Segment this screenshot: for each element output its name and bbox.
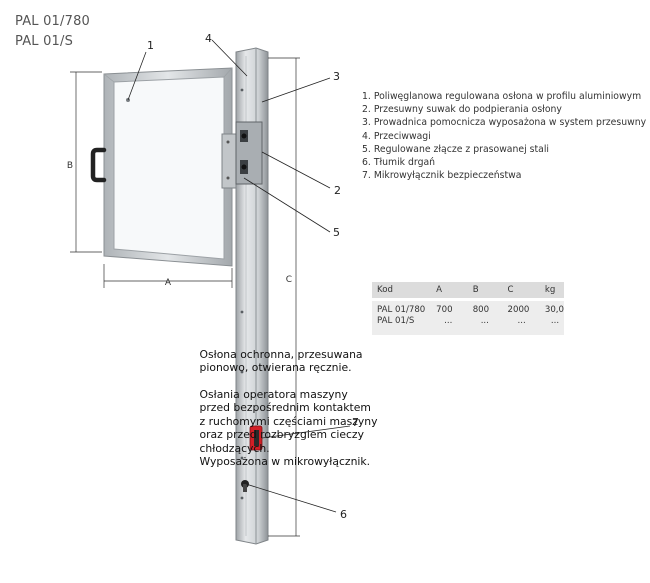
- description-paragraph-2: Osłania operatora maszyny przed bezpośre…: [199, 388, 378, 469]
- damper: [241, 480, 249, 492]
- cell-code: PAL 01/780 PAL 01/S: [372, 301, 432, 335]
- handle: [90, 147, 107, 183]
- description-line: przed bezpośrednim kontaktem: [199, 401, 371, 415]
- description-line: z ruchomymi częściami maszyny: [199, 414, 378, 428]
- parts-legend: 1. Poliwęglanowa regulowana osłona w pro…: [362, 90, 646, 182]
- callout-4: 4: [205, 32, 212, 45]
- cell-line: 30,0: [544, 305, 564, 315]
- header-kg: kg: [539, 282, 564, 298]
- description-line: pionowo, otwierana ręcznie.: [199, 361, 352, 375]
- legend-item: 5. Regulowane złącze z prasowanej stali: [362, 143, 549, 155]
- dimension-a-label: A: [165, 278, 172, 288]
- legend-item: 4. Przeciwwagi: [362, 130, 431, 142]
- cell-line: PAL 01/S: [377, 316, 415, 326]
- description-line: oraz przed rozbryzgiem cieczy: [199, 428, 365, 442]
- cell-kg: 30,0 ...: [539, 301, 564, 335]
- model-code-2: PAL 01/S: [15, 34, 74, 49]
- description-paragraph-1: Osłona ochronna, przesuwana pionowo, otw…: [199, 348, 363, 375]
- cell-b: 800 ...: [467, 301, 503, 335]
- cell-c: 2000 ...: [502, 301, 540, 335]
- header-c: C: [502, 282, 540, 298]
- description-line: Osłona ochronna, przesuwana: [199, 348, 363, 361]
- sliding-carriage: [221, 121, 263, 189]
- callout-6: 6: [340, 508, 347, 521]
- table-header-row: Kod A B C kg: [372, 282, 564, 298]
- table-row: PAL 01/780 PAL 01/S 700 ... 800 ... 2000…: [372, 301, 564, 335]
- cell-line: PAL 01/780: [377, 305, 426, 315]
- description-line: Osłania operatora maszyny: [199, 388, 348, 401]
- callout-3: 3: [333, 70, 340, 83]
- legend-item: 1. Poliwęglanowa regulowana osłona w pro…: [362, 91, 642, 102]
- header-a: A: [431, 282, 468, 298]
- legend-item: 7. Mikrowyłącznik bezpieczeństwa: [362, 170, 522, 182]
- legend-item: 6. Tłumik drgań: [362, 157, 436, 169]
- guard-panel: [103, 67, 233, 267]
- cell-line: ...: [550, 316, 560, 326]
- leader-lines: [127, 39, 351, 513]
- description-line: Wyposażona w mikrowyłącznik.: [199, 455, 371, 469]
- dimension-c-label: C: [286, 275, 292, 285]
- header-kod: Kod: [372, 282, 432, 298]
- dimension-b-label: B: [67, 161, 73, 171]
- legend-item: 2. Przesuwny suwak do podpierania osłony: [362, 104, 562, 116]
- legend-item: 3. Prowadnica pomocnicza wyposażona w sy…: [362, 117, 647, 129]
- cell-line: 700: [436, 305, 453, 315]
- cell-line: 800: [472, 305, 490, 315]
- cell-a: 700 ...: [431, 301, 468, 335]
- cell-line: ...: [444, 316, 453, 326]
- model-code-1: PAL 01/780: [15, 14, 91, 29]
- callout-1: 1: [147, 39, 154, 52]
- cell-line: ...: [480, 316, 489, 326]
- dimension-lines: [70, 57, 300, 537]
- callout-5: 5: [333, 226, 340, 239]
- callout-7: 7: [352, 416, 359, 429]
- cell-line: ...: [517, 316, 526, 326]
- cell-line: 2000: [507, 305, 530, 315]
- callout-2: 2: [334, 184, 341, 197]
- spec-table: Kod A B C kg PAL 01/780 PAL 01/S 700 ...…: [372, 282, 564, 335]
- description-line: chłodzących.: [199, 441, 270, 455]
- header-b: B: [467, 282, 503, 298]
